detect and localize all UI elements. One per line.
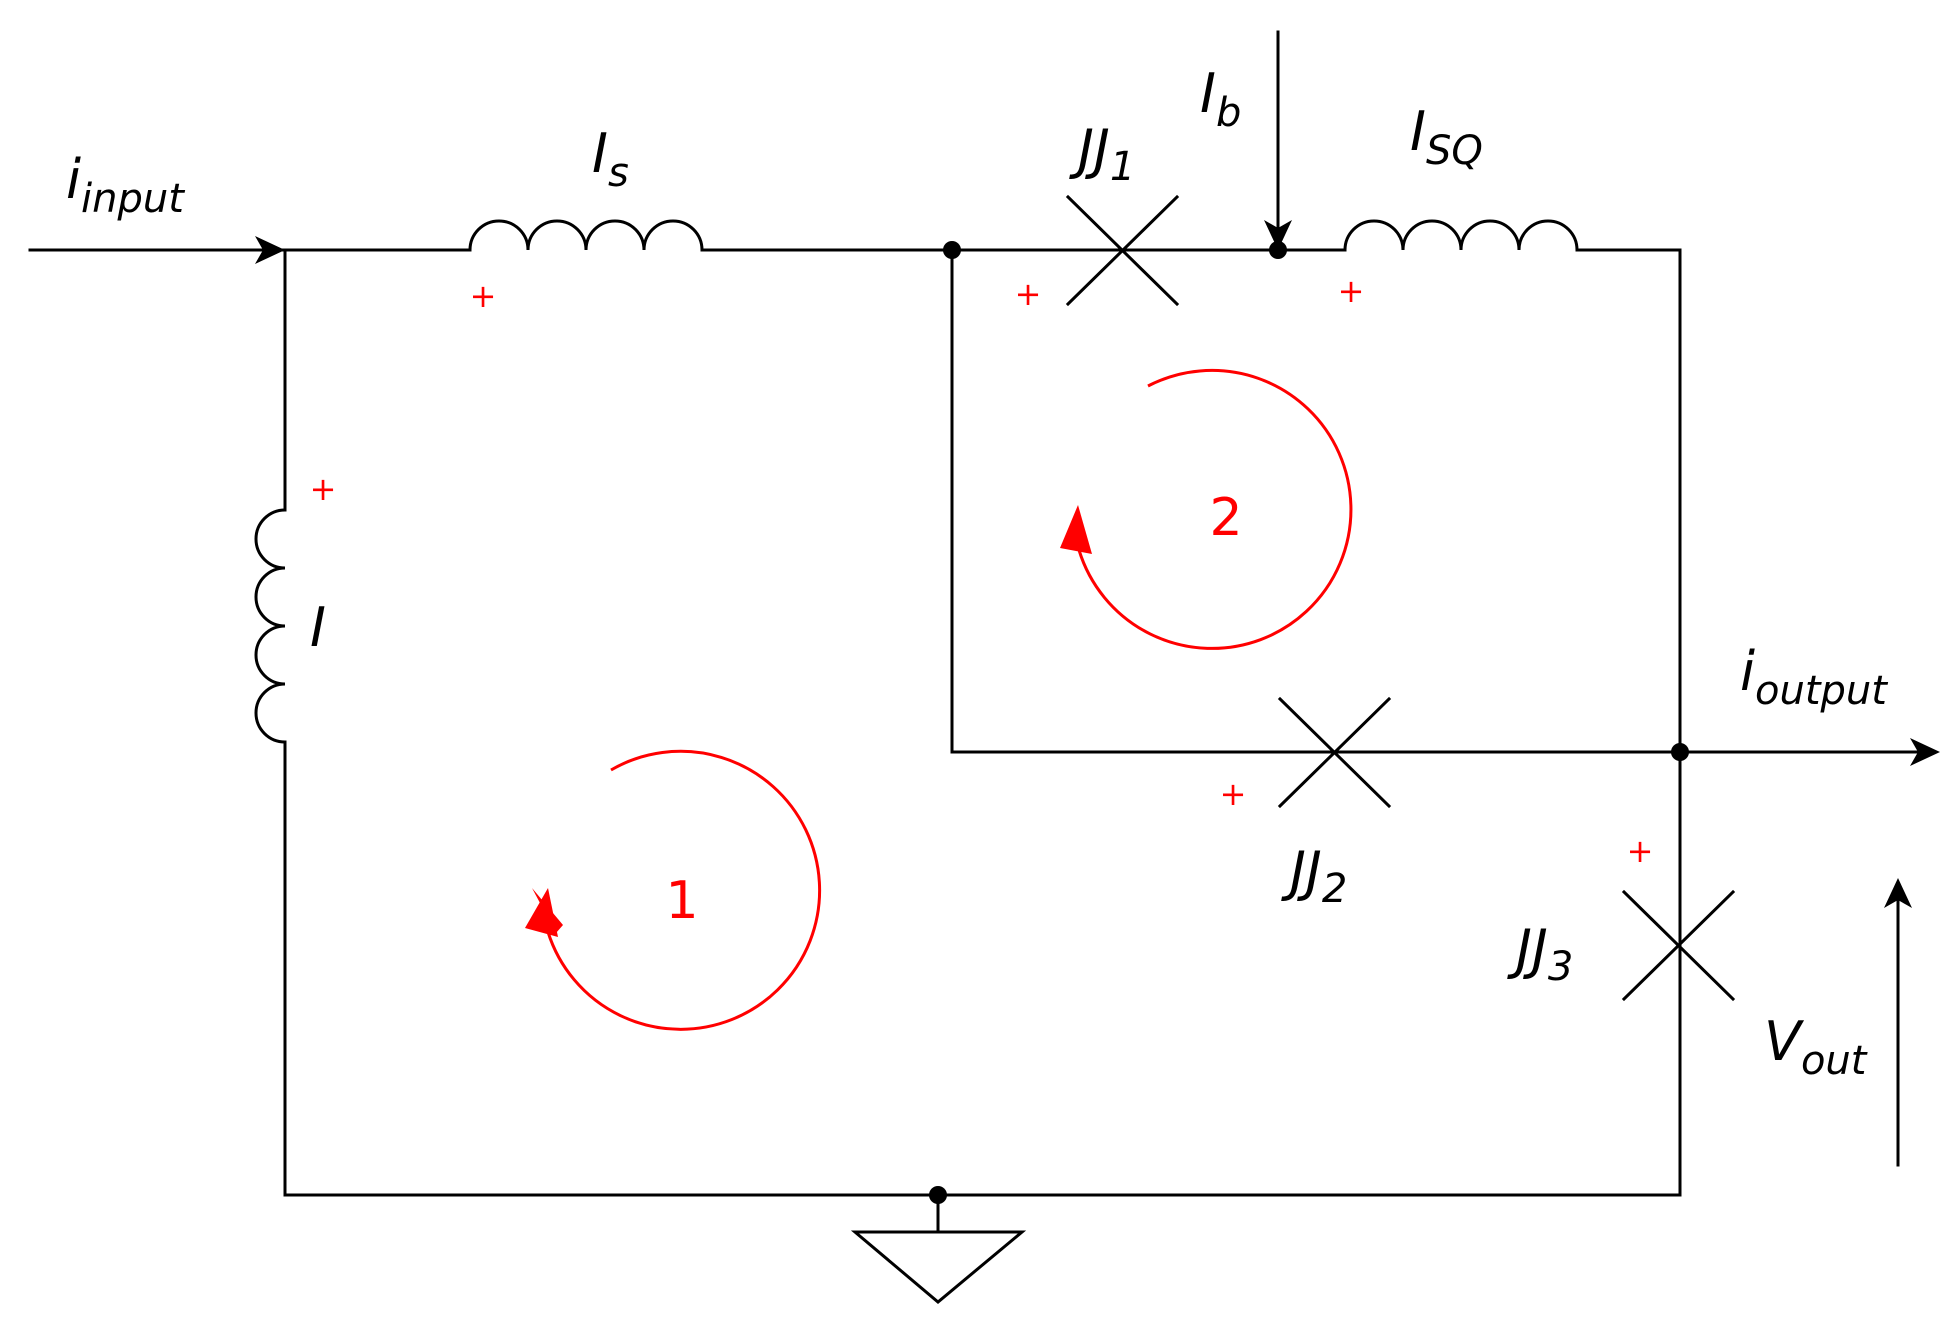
node-top-junction bbox=[943, 241, 961, 259]
label-inductor-left: I bbox=[310, 596, 326, 659]
ground-symbol bbox=[850, 1230, 1027, 1304]
label-output-current: ioutput bbox=[1740, 640, 1888, 714]
node-output bbox=[1671, 743, 1689, 761]
label-junction-3: JJ3 bbox=[1507, 918, 1573, 990]
wires bbox=[28, 30, 1940, 1234]
inductor-top-coil bbox=[468, 219, 705, 252]
junction-1-symbol bbox=[1065, 194, 1180, 307]
loop-2-number: 2 bbox=[1209, 488, 1242, 548]
polarity-junction-1: + bbox=[1015, 275, 1042, 313]
node-ground bbox=[929, 1186, 947, 1204]
label-output-voltage: Vout bbox=[1764, 1010, 1868, 1084]
polarity-junction-2: + bbox=[1220, 775, 1247, 813]
label-junction-1: JJ1 bbox=[1069, 118, 1135, 190]
label-bias-current: Ib bbox=[1200, 62, 1241, 136]
polarity-inductor-top: + bbox=[470, 277, 497, 315]
junction-2-symbol bbox=[1277, 696, 1392, 809]
loop-1-arrow bbox=[525, 749, 822, 1031]
inductor-left-coil bbox=[254, 508, 286, 744]
nodes bbox=[929, 241, 1689, 1204]
label-inductor-squid: ISQ bbox=[1410, 100, 1483, 174]
node-bias bbox=[1269, 241, 1287, 259]
input-arrow-head bbox=[255, 236, 285, 264]
label-inductor-top: Is bbox=[592, 122, 629, 196]
label-input-current: iinput bbox=[66, 148, 185, 222]
label-junction-2: JJ2 bbox=[1281, 840, 1347, 912]
loop-1-number: 1 bbox=[665, 871, 698, 931]
polarity-junction-3: + bbox=[1627, 832, 1654, 870]
loop-2-arrow bbox=[1060, 368, 1353, 650]
vout-arrow-head bbox=[1884, 878, 1912, 908]
inductor-squid-coil bbox=[1343, 219, 1579, 252]
polarity-inductor-left: + bbox=[310, 470, 337, 508]
output-arrow-head bbox=[1910, 738, 1940, 766]
junction-3-symbol bbox=[1621, 889, 1736, 1002]
bias-arrow-head bbox=[1264, 220, 1292, 250]
polarity-inductor-squid: + bbox=[1338, 272, 1365, 310]
